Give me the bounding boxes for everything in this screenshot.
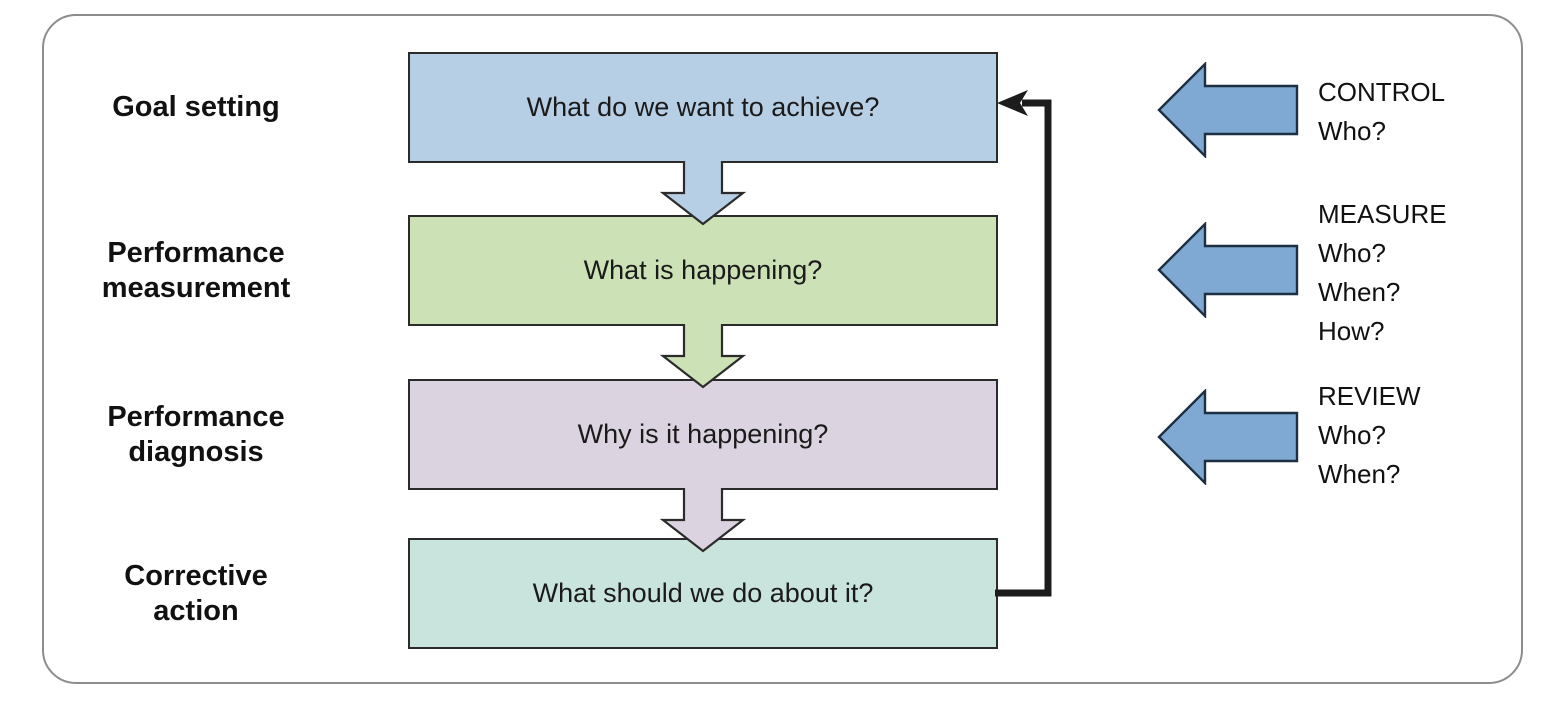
annotation-title: CONTROL: [1318, 77, 1446, 107]
down-arrow-icon: [659, 161, 747, 226]
annotation-title: REVIEW: [1318, 381, 1421, 411]
stage-box-goal-setting: What do we want to achieve?: [408, 52, 998, 163]
left-block-arrow-icon: [1157, 389, 1299, 485]
stage-label-goal-setting: Goal setting: [112, 91, 280, 123]
feedback-arrow-icon: [995, 90, 1052, 597]
annotation-title: MEASURE: [1318, 199, 1447, 229]
down-arrow-icon: [659, 324, 747, 389]
frame-border: [42, 14, 1523, 684]
stage-question: What do we want to achieve?: [526, 92, 880, 122]
stage-box-performance-measurement: What is happening?: [408, 215, 998, 326]
left-block-arrow-icon: [1157, 222, 1299, 318]
annotation-items: Who? When?: [1318, 420, 1401, 489]
stage-box-corrective-action: What should we do about it?: [408, 538, 998, 649]
annotation-items: Who?: [1318, 116, 1386, 146]
stage-question: Why is it happening?: [577, 419, 829, 449]
annotation-measure: MEASURE Who? When? How?: [1318, 195, 1447, 351]
stage-label-performance-measurement: Performance measurement: [101, 236, 291, 304]
annotation-review: REVIEW Who? When?: [1318, 377, 1421, 494]
down-arrow-icon: [659, 488, 747, 553]
annotation-control: CONTROL Who?: [1318, 73, 1445, 151]
stage-question: What should we do about it?: [532, 578, 874, 608]
left-block-arrow-icon: [1157, 62, 1299, 158]
stage-label-performance-diagnosis: Performance diagnosis: [107, 400, 285, 468]
stage-question: What is happening?: [583, 255, 823, 285]
stage-box-performance-diagnosis: Why is it happening?: [408, 379, 998, 490]
annotation-items: Who? When? How?: [1318, 238, 1401, 346]
stage-label-corrective-action: Corrective action: [124, 559, 268, 627]
